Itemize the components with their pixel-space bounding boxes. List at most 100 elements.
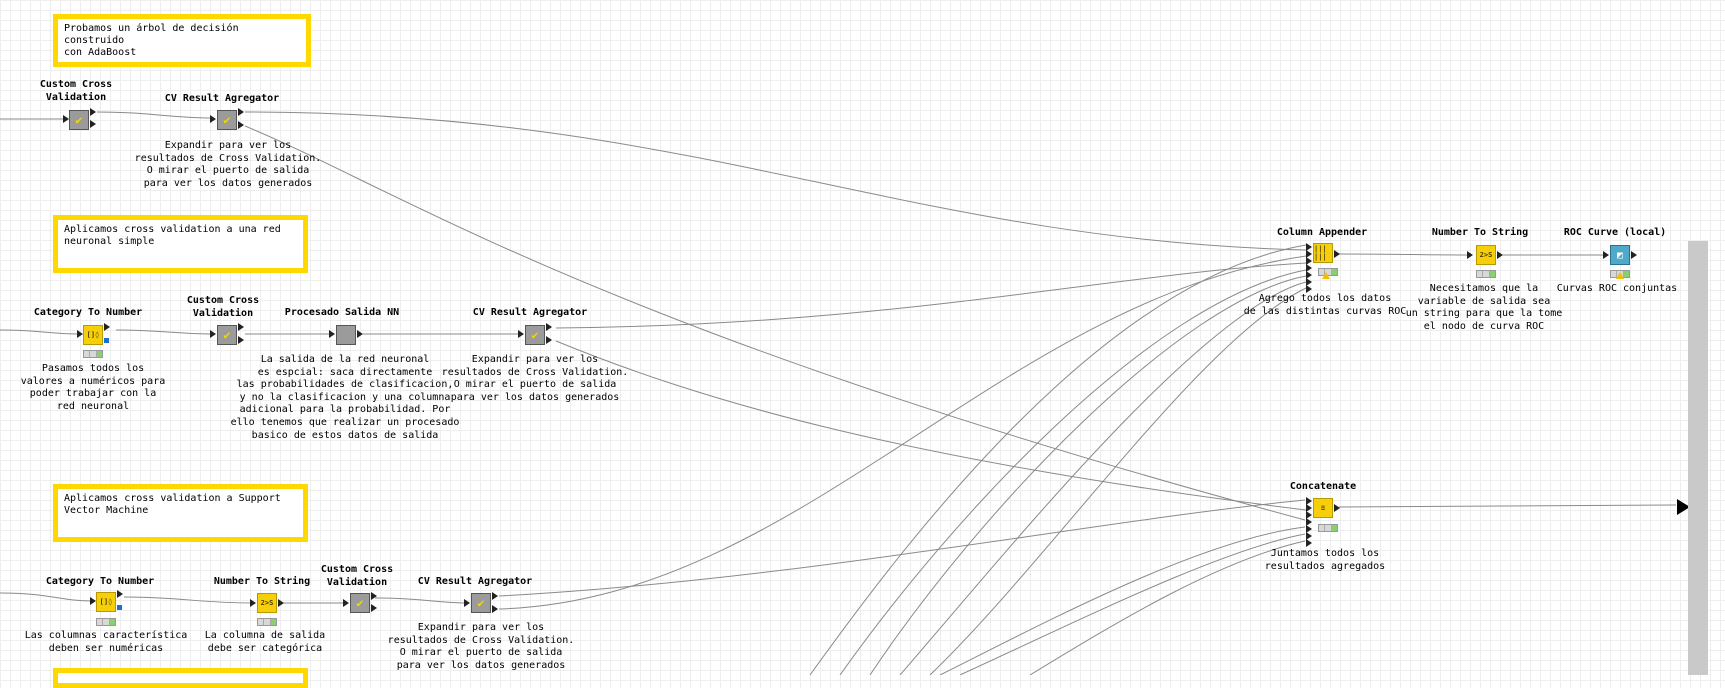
output-port [238, 323, 244, 331]
node-title: CV Result Agregator [417, 576, 533, 587]
input-port [210, 115, 216, 123]
output-port [371, 604, 377, 612]
number-to-string-icon[interactable]: 2>S [1476, 245, 1496, 265]
input-port [464, 599, 470, 607]
node-description: Juntamos todos los resultados agregados [1264, 548, 1386, 572]
input-port [1306, 285, 1312, 293]
input-port [1306, 257, 1312, 265]
node-description: La columna de salida debe ser categórica [204, 630, 326, 654]
meta-node-check-icon[interactable]: ✔ [471, 593, 491, 613]
node-status-icon [1318, 524, 1338, 532]
vertical-scrollbar[interactable] [1688, 241, 1708, 675]
output-port [546, 336, 552, 344]
meta-node-check-icon[interactable]: ✔ [217, 110, 237, 130]
annotation-partial [53, 668, 308, 688]
output-port [238, 336, 244, 344]
output-port [238, 121, 244, 129]
number-to-string-icon[interactable]: 2>S [257, 593, 277, 613]
output-port [371, 592, 377, 600]
output-port [117, 590, 123, 598]
annotation-adaboost: Probamos un árbol de decisión construido… [53, 14, 311, 67]
input-port [1306, 497, 1312, 505]
node-description: La salida de la red neuronal es espcial:… [230, 354, 460, 441]
connection-wire [0, 329, 81, 335]
column-appender-icon[interactable]: ||| ||| [1313, 243, 1333, 263]
connection-wire [939, 526, 1306, 675]
input-port [329, 330, 335, 338]
roc-curve-icon[interactable]: ◩ [1610, 245, 1630, 265]
connection-wire [555, 340, 1307, 511]
node-title: CV Result Agregator [164, 93, 280, 104]
connection-wire [0, 592, 94, 602]
meta-node-check-icon[interactable]: ✔ [350, 593, 370, 613]
annotation-neural-network: Aplicamos cross validation a una red neu… [53, 215, 308, 273]
meta-node-check-icon[interactable]: ✔ [217, 325, 237, 345]
node-title: Column Appender [1276, 227, 1368, 238]
node-title: Custom Cross Validation [39, 79, 113, 103]
node-title: Concatenate [1289, 481, 1357, 492]
connection-wire [839, 269, 1307, 675]
input-port [1306, 504, 1312, 512]
node-description: Expandir para ver los resultados de Cros… [387, 622, 575, 671]
node-title: CV Result Agregator [472, 307, 588, 318]
output-port [492, 605, 498, 613]
connection-wire [115, 329, 214, 335]
pmml-port-icon [104, 338, 109, 343]
input-port [343, 599, 349, 607]
output-port [90, 120, 96, 128]
input-port [1306, 250, 1312, 258]
connection-wire [123, 596, 254, 604]
input-port [1306, 278, 1312, 286]
input-port [90, 597, 96, 605]
node-title: Number To String [1431, 227, 1529, 238]
connection-wire [809, 244, 1307, 675]
meta-node-icon[interactable] [336, 325, 356, 345]
category-to-number-icon[interactable]: []◊ [96, 592, 116, 612]
connection-wire [498, 499, 1306, 597]
output-port [1631, 251, 1637, 259]
input-port [1306, 511, 1312, 519]
meta-node-check-icon[interactable]: ✔ [525, 325, 545, 345]
output-port [357, 330, 363, 338]
meta-node-check-icon[interactable]: ✔ [69, 110, 89, 130]
pmml-port-icon [117, 605, 122, 610]
warning-icon [1616, 272, 1624, 279]
output-port [1497, 251, 1503, 259]
node-description: Pasamos todos los valores a numéricos pa… [20, 363, 166, 412]
node-status-icon [96, 618, 116, 626]
connection-wire [244, 111, 1307, 251]
output-port [492, 592, 498, 600]
connection-wire [1338, 504, 1677, 508]
input-port [1306, 271, 1312, 279]
connection-wire [374, 597, 468, 604]
connection-wire [1029, 540, 1306, 675]
input-port [1306, 525, 1312, 533]
category-to-number-icon[interactable]: []◊ [83, 325, 103, 345]
output-port [1334, 504, 1340, 512]
node-description: Las columnas característica deben ser nu… [24, 630, 188, 654]
node-description: Expandir para ver los resultados de Cros… [134, 140, 322, 189]
connection-wire [96, 111, 214, 119]
node-title: Custom Cross Validation [186, 295, 260, 319]
node-status-icon [83, 350, 103, 358]
input-port [518, 330, 524, 338]
node-title: Category To Number [45, 576, 155, 587]
node-status-icon [257, 618, 277, 626]
connection-wire [1337, 253, 1471, 256]
connection-wire [244, 125, 1306, 521]
input-port [1306, 518, 1312, 526]
input-port [1306, 532, 1312, 540]
output-port [104, 323, 110, 331]
node-description: Necesitamos que la variable de salida se… [1405, 283, 1563, 332]
node-title: Number To String [213, 576, 311, 587]
connection-wire [959, 533, 1306, 675]
output-port [278, 599, 284, 607]
warning-icon [1322, 272, 1330, 279]
output-port [1334, 250, 1340, 258]
concatenate-icon[interactable]: ≡ [1313, 498, 1333, 518]
input-port [63, 115, 69, 123]
connection-wire [869, 275, 1307, 675]
connection-wire [555, 262, 1307, 329]
node-description: Curvas ROC conjuntas [1556, 283, 1678, 294]
input-port [1603, 251, 1609, 259]
